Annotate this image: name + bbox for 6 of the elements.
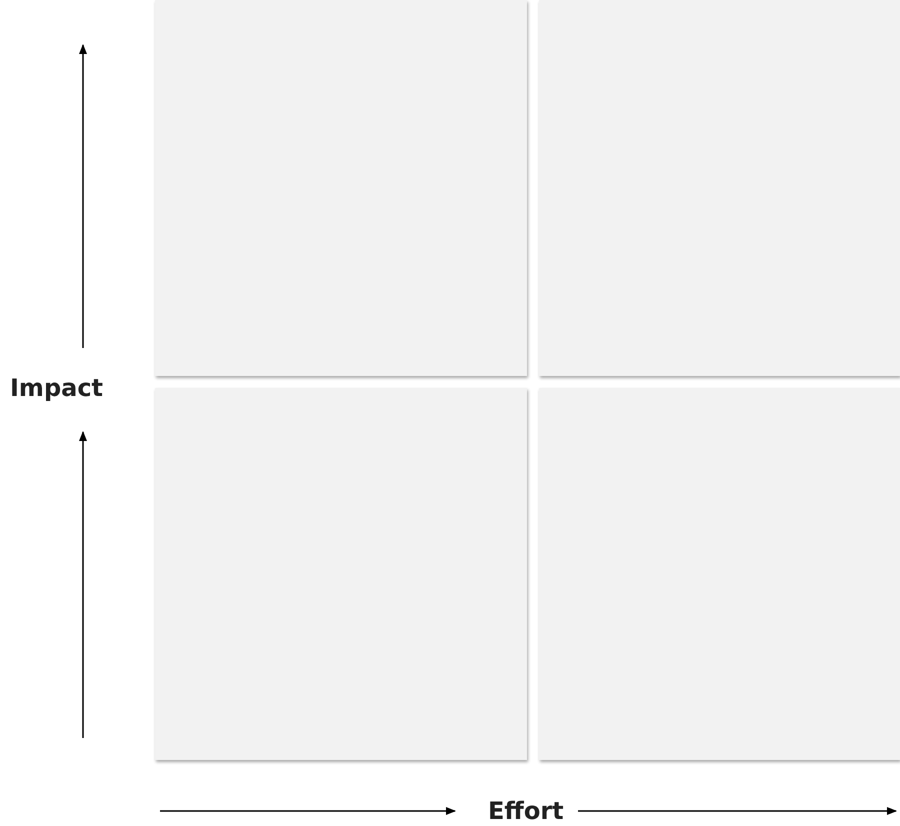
axis-label: Effort <box>488 796 564 826</box>
quadrant-box <box>155 0 527 376</box>
quadrant-box <box>155 388 527 760</box>
axis-label: Impact <box>10 373 104 403</box>
quadrant-box <box>539 0 900 376</box>
quadrant-box <box>539 388 900 760</box>
